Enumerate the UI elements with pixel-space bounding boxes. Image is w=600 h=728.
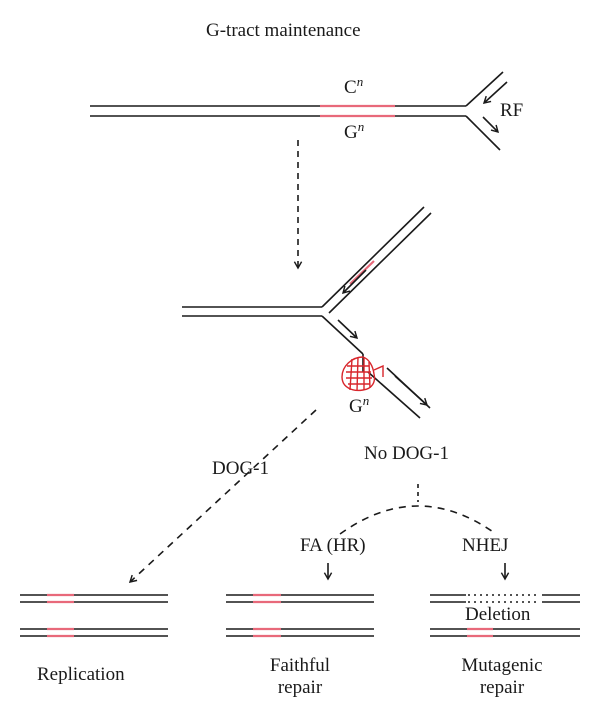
- deletion-gap: [468, 594, 540, 603]
- g-quadruplex: [341, 356, 384, 392]
- top-g-tract: [320, 104, 395, 118]
- faithful-line-1: Faithful: [269, 655, 331, 676]
- mutagenic-line-1: Mutagenic: [461, 655, 543, 676]
- faithful-repair-label: Faithful repair: [250, 655, 350, 700]
- diagram-title: G-tract maintenance: [206, 20, 361, 41]
- replication-outcome-label: Replication: [37, 664, 125, 685]
- replication-fork-label: RF: [500, 100, 524, 121]
- middle-fork-nascent-strands: [337, 269, 429, 406]
- g-strand-label: Gn: [344, 119, 365, 143]
- mutagenic-duplexes: [430, 594, 580, 637]
- branch-arc: [339, 505, 497, 535]
- deletion-label: Deletion: [465, 604, 531, 625]
- middle-g-tract: [349, 260, 375, 285]
- mutagenic-g-tract: [467, 627, 493, 638]
- c-strand-label: Cn: [344, 74, 364, 98]
- replication-g-tracts: [47, 593, 74, 638]
- top-duplex: [90, 71, 504, 151]
- dog1-label: DOG-1: [212, 458, 269, 479]
- faithful-duplexes: [226, 594, 374, 637]
- nhej-label: NHEJ: [462, 535, 509, 556]
- top-fork-nascent-strands: [482, 81, 508, 134]
- fa-hr-label: FA (HR): [300, 535, 366, 556]
- g-quadruplex-label: Gn: [349, 393, 370, 417]
- dog1-arrow: [128, 409, 317, 583]
- replication-duplexes: [20, 594, 168, 637]
- middle-fork: [182, 206, 432, 419]
- mutagenic-repair-label: Mutagenic repair: [437, 655, 567, 700]
- mutagenic-line-2: repair: [479, 677, 525, 699]
- no-dog1-label: No DOG-1: [364, 443, 449, 464]
- faithful-g-tracts: [253, 593, 281, 638]
- faithful-line-2: repair: [277, 677, 323, 699]
